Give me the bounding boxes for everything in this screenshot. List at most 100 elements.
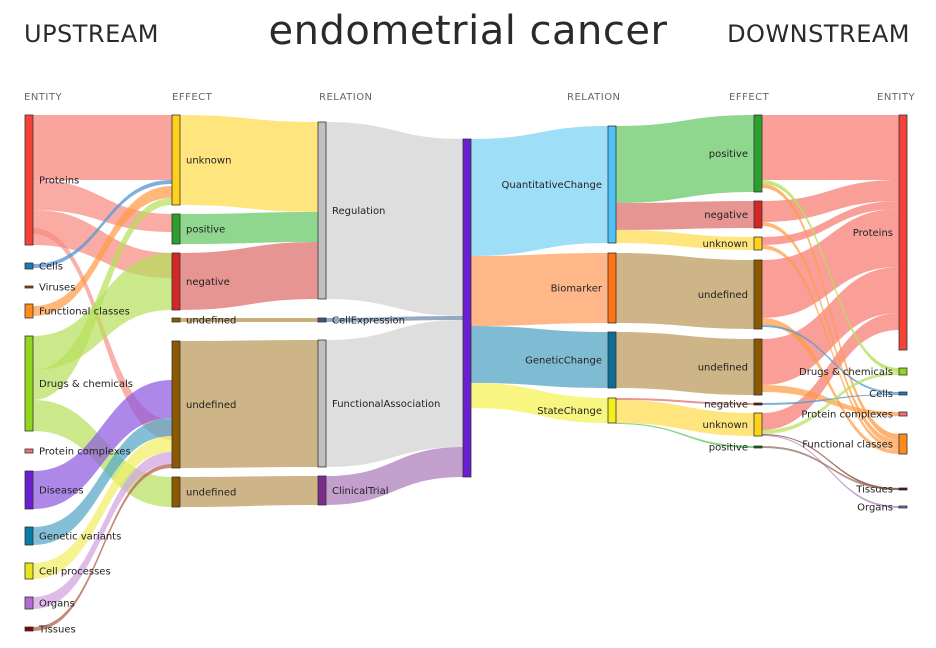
node-label: Drugs & chemicals	[799, 367, 893, 378]
sankey-link	[471, 126, 608, 256]
node-label: unknown	[703, 420, 748, 431]
node-label: Cell processes	[39, 567, 111, 578]
sankey-link	[326, 316, 463, 322]
sankey-link	[762, 394, 899, 405]
sankey-link	[471, 326, 608, 388]
sankey-link	[616, 230, 754, 250]
node-label: Genetic variants	[39, 532, 121, 543]
node-ur-regulation	[317, 121, 327, 300]
node-ue-unknown	[171, 114, 181, 206]
node-ur-cellexp	[317, 317, 327, 323]
node-label: negative	[186, 277, 230, 288]
sankey-link	[616, 201, 754, 230]
node-label: ClinicalTrial	[332, 486, 389, 497]
sankey-link	[33, 253, 172, 370]
sankey-link	[180, 242, 318, 310]
node-dr-biomarker	[607, 252, 617, 324]
node-d-func	[898, 433, 908, 455]
node-d-organs	[898, 505, 908, 509]
node-u-tissues	[24, 626, 34, 632]
node-label: positive	[186, 225, 225, 236]
node-de-positive2	[753, 445, 763, 449]
node-label: Viruses	[39, 283, 75, 294]
sankey-link	[762, 318, 899, 454]
column-header-upstream-relation: RELATION	[319, 92, 373, 103]
node-u-drugs	[24, 335, 34, 432]
node-u-viruses	[24, 285, 34, 289]
node-ue-undef1	[171, 317, 181, 323]
sankey-link	[180, 115, 318, 212]
node-label: positive	[709, 149, 748, 160]
sankey-link	[33, 115, 172, 180]
node-u-func	[24, 303, 34, 319]
sankey-nodes	[24, 114, 908, 632]
sankey-link	[33, 452, 172, 609]
node-label: Drugs & chemicals	[39, 379, 133, 390]
node-label: Regulation	[332, 206, 385, 217]
sankey-link	[762, 385, 899, 416]
sankey-link	[762, 184, 899, 440]
sankey-link	[471, 253, 608, 326]
node-d-cells	[898, 391, 908, 396]
node-label: Organs	[39, 599, 75, 610]
node-de-positive	[753, 114, 763, 193]
page-title: endometrial cancer	[268, 8, 668, 54]
node-d-pcomplex	[898, 411, 908, 417]
sankey-link	[762, 209, 899, 318]
sankey-link	[616, 398, 754, 405]
node-label: Functional classes	[39, 307, 130, 318]
sankey-link	[326, 447, 463, 505]
sankey-links	[33, 115, 899, 631]
sankey-link	[33, 436, 172, 579]
node-center	[462, 138, 472, 478]
sankey-link	[33, 418, 172, 545]
node-label: CellExpression	[332, 316, 405, 327]
sankey-link	[180, 476, 318, 507]
sankey-link	[616, 253, 754, 329]
upstream-heading: UPSTREAM	[24, 20, 159, 48]
node-ur-clinical	[317, 475, 327, 506]
column-header-upstream-effect: EFFECT	[172, 92, 213, 103]
node-label: Proteins	[39, 176, 79, 187]
sankey-link	[471, 383, 608, 423]
node-label: Functional classes	[802, 440, 893, 451]
node-label: Cells	[869, 389, 893, 400]
sankey-link	[326, 320, 463, 467]
node-label: unknown	[703, 239, 748, 250]
node-label: Proteins	[853, 228, 893, 239]
node-u-pcomplex	[24, 448, 34, 454]
sankey-link	[762, 325, 899, 394]
column-header-downstream-entity: ENTITY	[877, 92, 916, 103]
sankey-link	[616, 115, 754, 203]
sankey-link	[762, 245, 899, 450]
sankey-link	[180, 318, 318, 322]
node-label: Protein complexes	[801, 410, 893, 421]
node-ue-positive	[171, 213, 181, 245]
sankey-link	[33, 180, 172, 268]
node-label: Tissues	[855, 485, 893, 496]
node-dr-genetic	[607, 331, 617, 389]
downstream-heading: DOWNSTREAM	[727, 20, 910, 48]
sankey-link	[326, 122, 463, 316]
node-label: Organs	[857, 503, 893, 514]
node-ue-undef2	[171, 340, 181, 469]
sankey-link	[762, 115, 899, 180]
node-ue-undef3	[171, 476, 181, 508]
node-label: Diseases	[39, 486, 84, 497]
sankey-link	[33, 198, 172, 400]
node-u-cells	[24, 262, 34, 270]
node-label: FunctionalAssociation	[332, 399, 440, 410]
sankey-link	[762, 201, 899, 245]
node-de-negative2	[753, 402, 763, 406]
node-de-undef1	[753, 259, 763, 330]
node-dr-quant	[607, 125, 617, 244]
sankey-link	[33, 210, 172, 278]
node-d-drugs	[898, 367, 908, 376]
node-u-organs	[24, 596, 34, 610]
sankey-link	[762, 267, 899, 385]
column-header-downstream-effect: EFFECT	[729, 92, 770, 103]
node-de-negative	[753, 200, 763, 229]
sankey-link	[33, 380, 172, 509]
sankey-link	[180, 340, 318, 468]
sankey-link	[762, 180, 899, 372]
